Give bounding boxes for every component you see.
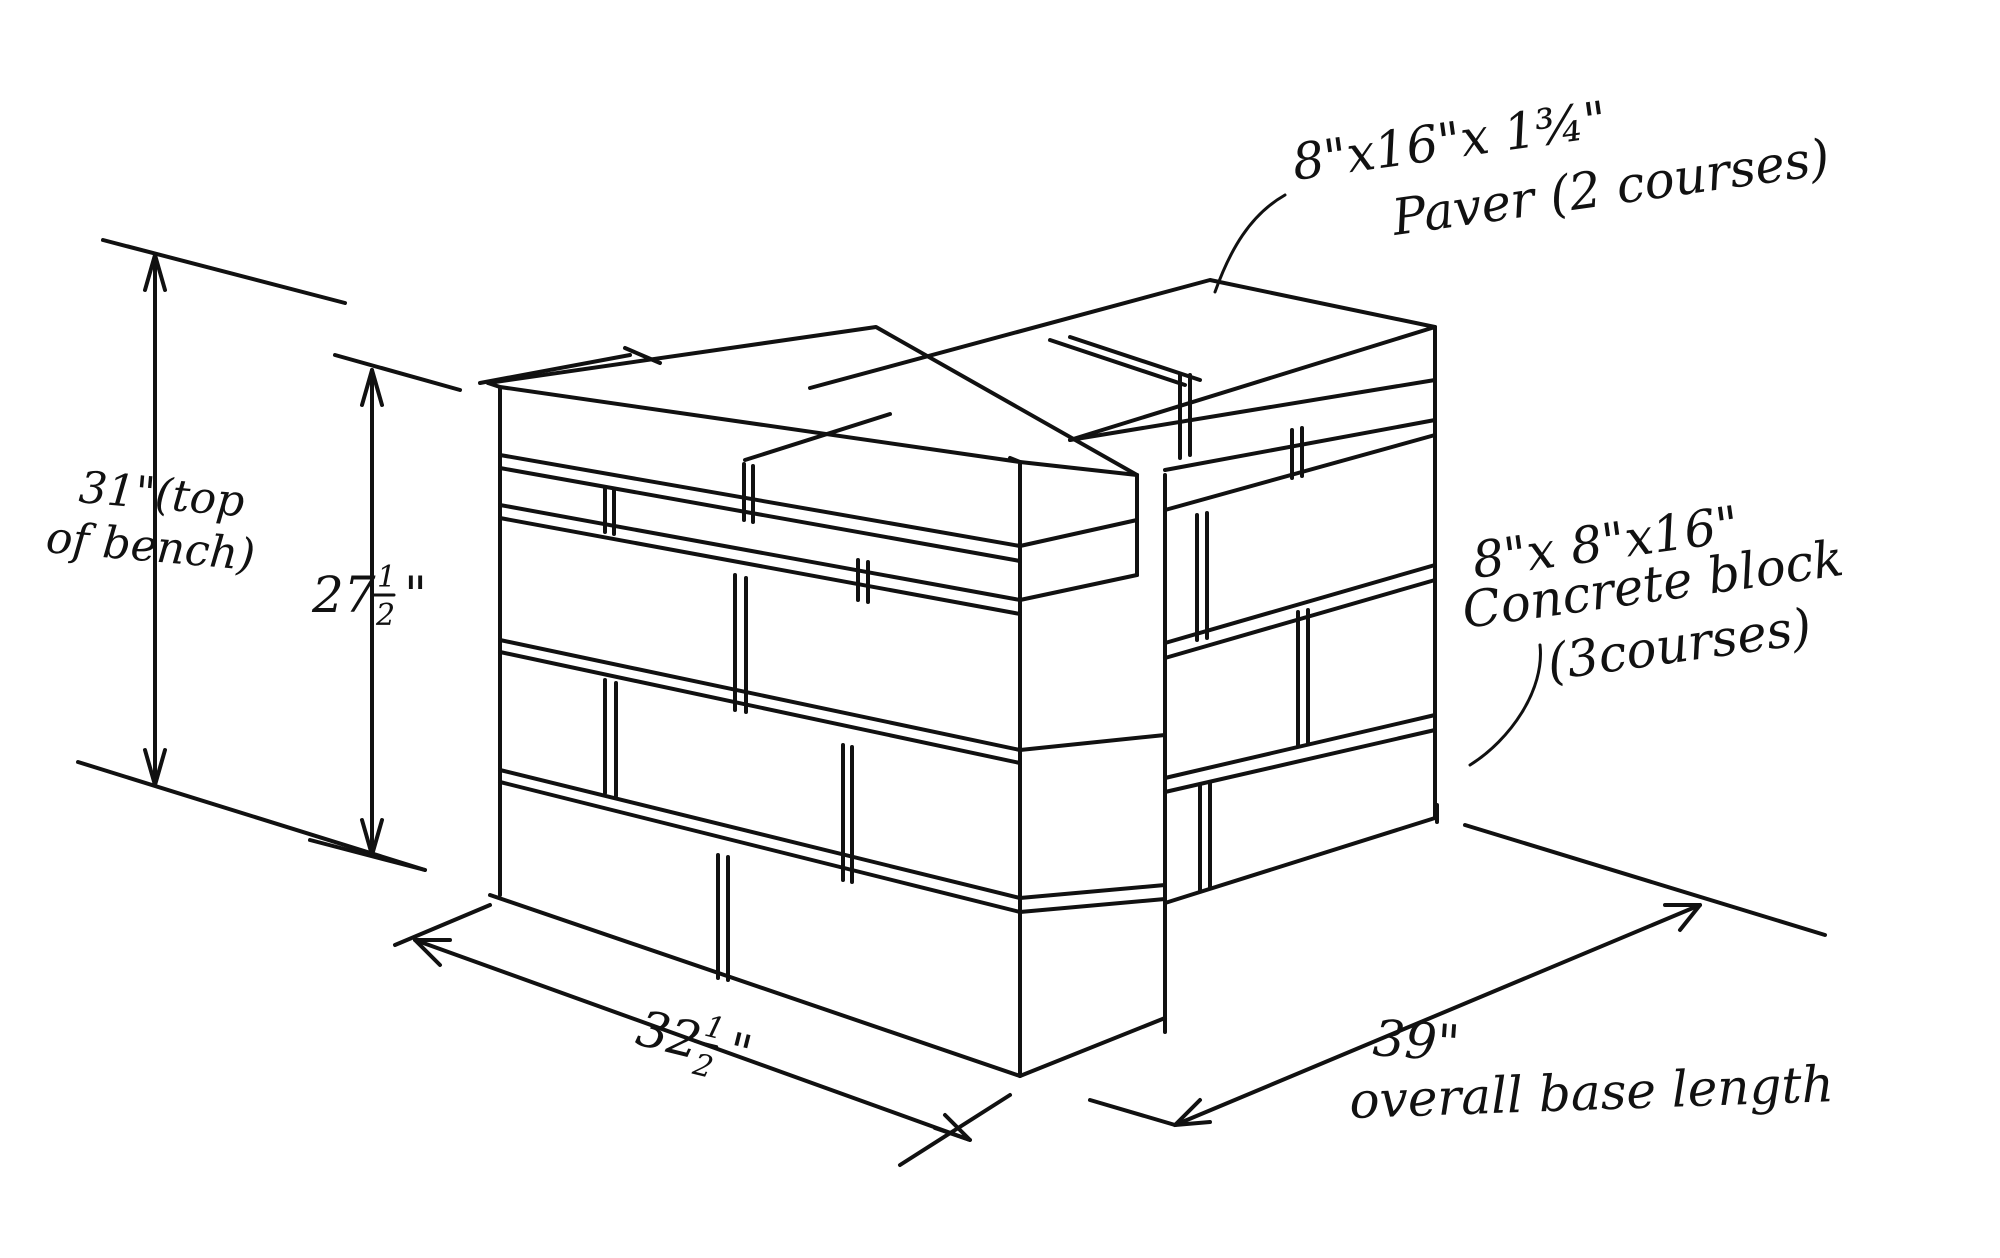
dimension-31-height bbox=[76, 238, 427, 872]
left-top-seam bbox=[743, 412, 892, 462]
dimension-32-depth bbox=[393, 903, 1012, 1167]
block-leader bbox=[1468, 643, 1542, 767]
dimension-39-base bbox=[1088, 823, 1827, 1127]
annotations: 8"x16"x 1¾" Paver (2 courses) 8"x 8"x16"… bbox=[44, 90, 1847, 1130]
left-top-paver-surface bbox=[486, 325, 1139, 1078]
leader-lines bbox=[1213, 193, 1542, 767]
height-27-unit: " bbox=[404, 566, 427, 624]
left-wing bbox=[478, 325, 1167, 1078]
height-27-whole: 27 bbox=[311, 566, 376, 624]
height-27-label: 27 1 2 " bbox=[311, 560, 427, 633]
base-length-value-label: 39" bbox=[1371, 1009, 1461, 1073]
dimension-27-height bbox=[308, 353, 462, 872]
depth-32-unit: " bbox=[721, 1022, 757, 1084]
height-27-frac-den: 2 bbox=[375, 598, 395, 633]
right-wing bbox=[808, 278, 1439, 905]
paver-leader bbox=[1213, 193, 1287, 294]
depth-32-label: 32 1 2 " bbox=[631, 999, 758, 1086]
height-27-frac-num: 1 bbox=[377, 560, 396, 595]
